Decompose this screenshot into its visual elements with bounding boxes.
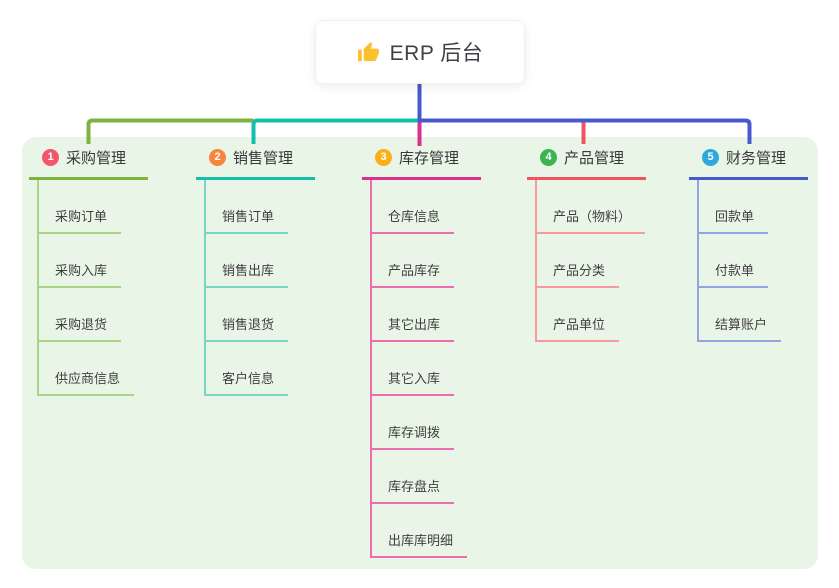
mindmap-node[interactable]: 供应商信息 — [29, 342, 148, 396]
node-label: 销售出库 — [204, 260, 289, 288]
branch-children: 采购订单 采购入库 采购退货 供应商信息 — [29, 180, 148, 396]
branch-label: 产品管理 — [564, 149, 625, 167]
branch-inventory: 3 库存管理 仓库信息 产品库存 其它出库 其它入库 库存调拨 库存盘点 — [362, 146, 481, 558]
node-label: 库存调拨 — [370, 422, 455, 450]
mindmap-node[interactable]: 付款单 — [689, 234, 808, 288]
branch-children: 销售订单 销售出库 销售退货 客户信息 — [196, 180, 315, 396]
node-label: 客户信息 — [204, 368, 289, 396]
node-label: 回款单 — [697, 206, 769, 234]
thumbs-up-icon — [357, 41, 379, 61]
child-connector-line — [370, 180, 372, 558]
node-label: 库存盘点 — [370, 476, 455, 504]
node-label: 付款单 — [697, 260, 769, 288]
node-label: 产品分类 — [535, 260, 620, 288]
mindmap-node[interactable]: 仓库信息 — [362, 180, 481, 234]
node-label: 产品（物料） — [535, 206, 646, 234]
mindmap-node[interactable]: 产品（物料） — [527, 180, 646, 234]
child-connector-line — [37, 180, 39, 396]
connector-root-and-finance — [417, 83, 752, 144]
branch-header-node[interactable]: 1 采购管理 — [29, 146, 148, 180]
node-label: 销售订单 — [204, 206, 289, 234]
node-label: 产品库存 — [370, 260, 455, 288]
branch-sales: 2 销售管理 销售订单 销售出库 销售退货 客户信息 — [196, 146, 315, 396]
mindmap-node[interactable]: 采购入库 — [29, 234, 148, 288]
child-connector-line — [535, 180, 537, 342]
branch-children: 仓库信息 产品库存 其它出库 其它入库 库存调拨 库存盘点 出库库明细 — [362, 180, 481, 558]
mindmap-node[interactable]: 采购退货 — [29, 288, 148, 342]
node-label: 供应商信息 — [37, 368, 135, 396]
child-connector-line — [697, 180, 699, 342]
branch-purchase: 1 采购管理 采购订单 采购入库 采购退货 供应商信息 — [29, 146, 148, 396]
branch-header-node[interactable]: 4 产品管理 — [527, 146, 646, 180]
mindmap-node[interactable]: 其它出库 — [362, 288, 481, 342]
branch-header-node[interactable]: 5 财务管理 — [689, 146, 808, 180]
branch-number-badge: 4 — [540, 148, 557, 166]
mindmap-node[interactable]: 产品库存 — [362, 234, 481, 288]
branch-product: 4 产品管理 产品（物料） 产品分类 产品单位 — [527, 146, 646, 342]
node-label: 采购入库 — [37, 260, 122, 288]
mindmap-node[interactable]: 销售退货 — [196, 288, 315, 342]
mindmap-node[interactable]: 销售订单 — [196, 180, 315, 234]
node-label: 采购退货 — [37, 314, 122, 342]
node-label: 其它出库 — [370, 314, 455, 342]
mindmap-node[interactable]: 产品单位 — [527, 288, 646, 342]
mindmap-node[interactable]: 其它入库 — [362, 342, 481, 396]
branch-label: 库存管理 — [399, 149, 460, 167]
branch-label: 财务管理 — [726, 149, 787, 167]
branch-label: 采购管理 — [66, 149, 127, 167]
node-label: 出库库明细 — [370, 530, 468, 558]
branch-number-badge: 1 — [42, 148, 59, 166]
mindmap-node[interactable]: 销售出库 — [196, 234, 315, 288]
mindmap-node[interactable]: 产品分类 — [527, 234, 646, 288]
branches-panel-background — [22, 137, 818, 569]
node-label: 结算账户 — [697, 314, 782, 342]
mindmap-node[interactable]: 库存调拨 — [362, 396, 481, 450]
branch-finance: 5 财务管理 回款单 付款单 结算账户 — [689, 146, 808, 342]
node-label: 销售退货 — [204, 314, 289, 342]
mindmap-node[interactable]: 客户信息 — [196, 342, 315, 396]
branch-label: 销售管理 — [233, 149, 294, 167]
mindmap-node[interactable]: 回款单 — [689, 180, 808, 234]
branch-children: 回款单 付款单 结算账户 — [689, 180, 808, 342]
branch-header-node[interactable]: 2 销售管理 — [196, 146, 315, 180]
node-label: 产品单位 — [535, 314, 620, 342]
root-node[interactable]: ERP 后台 — [315, 20, 525, 84]
branch-number-badge: 3 — [375, 148, 392, 166]
node-label: 仓库信息 — [370, 206, 455, 234]
child-connector-line — [204, 180, 206, 396]
mindmap-node[interactable]: 出库库明细 — [362, 504, 481, 558]
branch-header-node[interactable]: 3 库存管理 — [362, 146, 481, 180]
branch-number-badge: 5 — [702, 148, 719, 166]
branch-children: 产品（物料） 产品分类 产品单位 — [527, 180, 646, 342]
mindmap-node[interactable]: 采购订单 — [29, 180, 148, 234]
node-label: 其它入库 — [370, 368, 455, 396]
branch-number-badge: 2 — [209, 148, 226, 166]
node-label: 采购订单 — [37, 206, 122, 234]
root-node-label: ERP 后台 — [389, 42, 484, 65]
mindmap-node[interactable]: 结算账户 — [689, 288, 808, 342]
mindmap-node[interactable]: 库存盘点 — [362, 450, 481, 504]
